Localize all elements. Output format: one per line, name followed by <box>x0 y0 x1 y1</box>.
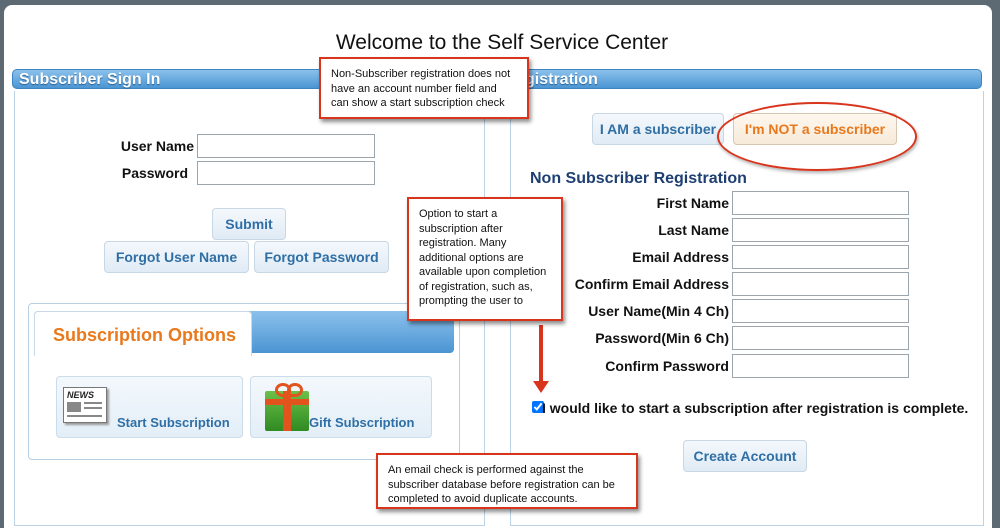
toggle-subscriber-button[interactable]: I AM a subscriber <box>592 113 724 145</box>
start-subscription-label: Start Subscription <box>117 415 230 430</box>
gift-icon <box>265 383 309 431</box>
username-label: User Name <box>120 138 194 154</box>
gift-subscription-label: Gift Subscription <box>309 415 415 430</box>
gift-subscription-button[interactable]: Gift Subscription <box>250 376 432 438</box>
callout-middle: Option to start a subscription after reg… <box>407 197 563 321</box>
password-label: Password <box>121 165 188 181</box>
first-name-label: First Name <box>656 195 729 211</box>
callout-top: Non-Subscriber registration does not hav… <box>319 57 529 119</box>
reg-username-label: User Name(Min 4 Ch) <box>588 303 729 319</box>
last-name-label: Last Name <box>658 222 729 238</box>
reg-password-input[interactable] <box>732 326 909 350</box>
start-subscription-checkbox[interactable] <box>532 401 544 413</box>
create-account-button[interactable]: Create Account <box>683 440 807 472</box>
forgot-password-button[interactable]: Forgot Password <box>254 241 389 273</box>
registration-header-bar: gistration <box>510 69 982 89</box>
email-label: Email Address <box>632 249 729 265</box>
app-window: Welcome to the Self Service Center Subsc… <box>4 5 992 528</box>
newspaper-icon: NEWS <box>63 387 107 423</box>
last-name-input[interactable] <box>732 218 909 242</box>
registration-heading: Non Subscriber Registration <box>530 170 747 187</box>
reg-username-input[interactable] <box>732 299 909 323</box>
highlight-ellipse <box>717 102 917 171</box>
email-input[interactable] <box>732 245 909 269</box>
forgot-username-button[interactable]: Forgot User Name <box>104 241 249 273</box>
start-subscription-button[interactable]: NEWS Start Subscription <box>56 376 243 438</box>
callout-bottom: An email check is performed against the … <box>376 453 638 509</box>
password-input[interactable] <box>197 161 375 185</box>
confirm-password-input[interactable] <box>732 354 909 378</box>
start-subscription-checkbox-label: I would like to start a subscription aft… <box>542 400 969 416</box>
submit-button[interactable]: Submit <box>212 208 286 240</box>
first-name-input[interactable] <box>732 191 909 215</box>
page-title: Welcome to the Self Service Center <box>335 31 669 54</box>
username-input[interactable] <box>197 134 375 158</box>
reg-password-label: Password(Min 6 Ch) <box>595 330 729 346</box>
subscription-options-title: Subscription Options <box>53 325 236 345</box>
subscription-options-box <box>28 303 460 460</box>
confirm-password-label: Confirm Password <box>605 358 729 374</box>
arrow-shaft <box>539 325 543 383</box>
registration-header-label: gistration <box>525 71 598 88</box>
confirm-email-label: Confirm Email Address <box>574 276 729 292</box>
signin-header-label: Subscriber Sign In <box>19 71 161 88</box>
subscription-options-tab: Subscription Options <box>34 311 252 356</box>
arrow-down-icon <box>533 381 549 393</box>
confirm-email-input[interactable] <box>732 272 909 296</box>
